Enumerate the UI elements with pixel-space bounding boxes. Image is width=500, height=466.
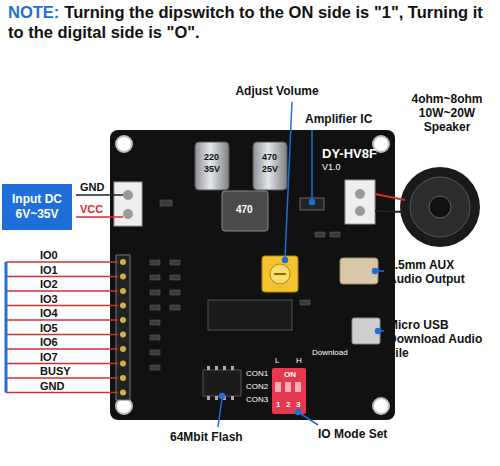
capacitor-value: 220 xyxy=(204,152,219,163)
note: NOTE:Turning the dipswitch to the ON sid… xyxy=(8,2,494,42)
potentiometer xyxy=(262,256,298,292)
smd-parts xyxy=(150,200,340,370)
inductor xyxy=(222,191,268,231)
usb-port xyxy=(352,318,380,344)
silkscreen: CON1 xyxy=(246,369,268,378)
power-wire xyxy=(76,216,123,218)
silkscreen: CON2 xyxy=(246,382,268,391)
silkscreen: ON xyxy=(284,370,296,379)
callout-label: IO Mode Set xyxy=(318,427,418,441)
pin-name: IO2 xyxy=(40,278,58,291)
pin-name: IO1 xyxy=(40,264,58,277)
power-label: GND xyxy=(80,181,104,194)
silkscreen: H xyxy=(296,356,302,365)
silkscreen: CON3 xyxy=(246,395,268,404)
pin-name: IO0 xyxy=(40,249,58,262)
callout-label: Adjust Volume xyxy=(222,84,332,98)
pin-name: BUSY xyxy=(40,365,71,378)
node-text: Input DC 6V~35V xyxy=(6,192,68,222)
capacitor xyxy=(195,142,287,190)
dip-switch xyxy=(272,368,306,414)
pin-name: IO4 xyxy=(40,307,58,320)
note-text: Turning the dipswitch to the ON side is … xyxy=(8,3,483,41)
pcb xyxy=(110,130,395,420)
flash-chip xyxy=(203,366,241,400)
pin-name: IO3 xyxy=(40,293,58,306)
silkscreen: V1.0 xyxy=(322,162,341,173)
speaker xyxy=(400,167,480,247)
capacitor-value: 25V xyxy=(262,164,278,175)
callout-label: Micro USB Download Audio File xyxy=(388,318,498,360)
capacitor-value: 470 xyxy=(262,152,277,163)
leader-line xyxy=(218,102,384,427)
mount-holes xyxy=(116,136,389,414)
speaker-wire xyxy=(375,211,405,212)
pin-name: IO7 xyxy=(40,351,58,364)
pin-name: GND xyxy=(40,380,64,393)
silkscreen: 3 xyxy=(296,400,300,409)
note-heading: NOTE: xyxy=(8,3,59,21)
terminal-block xyxy=(114,180,375,226)
bracket xyxy=(5,262,8,393)
pin-name: IO6 xyxy=(40,336,58,349)
pin-name: IO5 xyxy=(40,322,58,335)
callout-label: Amplifier IC xyxy=(305,112,395,126)
callout-label: 4ohm~8ohm 10W~20W Speaker xyxy=(396,92,498,134)
callout-label: 3.5mm AUX Audio Output xyxy=(388,258,483,286)
power-label: VCC xyxy=(80,203,103,216)
silkscreen: Download xyxy=(312,348,348,357)
power-wire xyxy=(76,194,123,196)
audio-jack xyxy=(340,258,378,284)
capacitor-value: 35V xyxy=(204,164,220,175)
silkscreen: 2 xyxy=(286,400,290,409)
speaker-wire xyxy=(375,194,405,200)
callout-label: 64Mbit Flash xyxy=(170,430,270,444)
silkscreen: L xyxy=(275,356,279,365)
input-box: Input DC 6V~35V xyxy=(2,184,72,230)
silkscreen: 1 xyxy=(276,400,280,409)
silkscreen: DY-HV8F xyxy=(322,146,377,161)
silkscreen: 470 xyxy=(236,204,253,216)
amplifier-chip xyxy=(300,198,324,210)
pin-wire xyxy=(6,262,118,393)
decoder-chip xyxy=(208,300,292,330)
pin-header xyxy=(116,255,130,400)
